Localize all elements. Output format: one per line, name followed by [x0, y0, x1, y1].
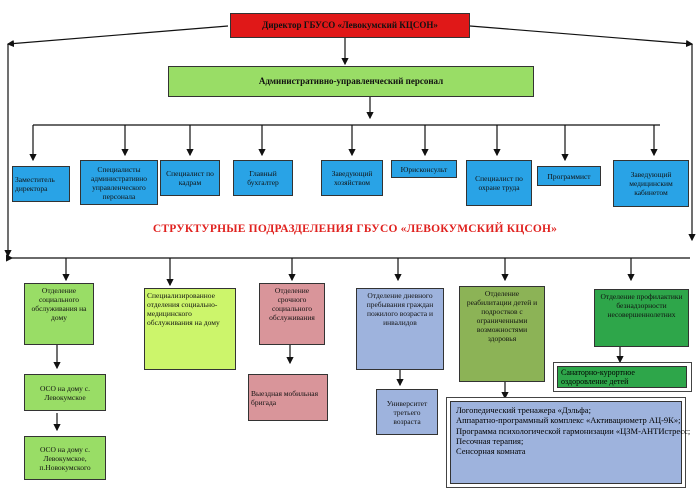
director-box: Директор ГБУСО «Левокумский КЦСОН»	[230, 13, 470, 38]
dept-label: Отделение профилактики безнадзорности не…	[600, 292, 683, 319]
dept-label: Отделение социального обслуживания на до…	[31, 286, 87, 322]
mobile-brigade: Выездная мобильная бригада	[248, 374, 328, 421]
dept-day-stay: Отделение дневного пребывания граждан по…	[356, 288, 444, 370]
oso-novokumsky: ОСО на дому с. Левокумское, п.Новокумско…	[24, 436, 106, 480]
staff-label: Заведующий хозяйством	[331, 169, 373, 187]
dept-home-service: Отделение социального обслуживания на до…	[24, 283, 94, 345]
subdivisions-heading: СТРУКТУРНЫЕ ПОДРАЗДЕЛЕНИЯ ГБУСО «ЛЕВОКУМ…	[152, 223, 558, 235]
staff-legal-advisor: Юрисконсульт	[391, 160, 457, 178]
staff-chief-accountant: Главный бухгалтер	[233, 160, 293, 196]
staff-label: Специалисты административно управленческ…	[90, 164, 148, 201]
third-age-university: Университет третьего возраста	[376, 389, 438, 435]
program-item: Логопедический тренажера «Дэльфа;	[456, 405, 591, 415]
staff-label: Заместитель директора	[15, 175, 55, 193]
dept-label: Отделение реабилитации детей и подростко…	[466, 289, 538, 343]
staff-household-manager: Заведующий хозяйством	[321, 160, 383, 196]
sub-label: Санаторно-курортное оздоровление детей	[561, 368, 635, 387]
sub-label: ОСО на дому с. Левокумское	[39, 383, 91, 402]
sub-label: Университет третьего возраста	[386, 398, 428, 426]
dept-child-rehab: Отделение реабилитации детей и подростко…	[459, 286, 545, 382]
dept-label: Отделение дневного пребывания граждан по…	[366, 291, 434, 327]
program-item: Аппаратно-программный комплекс «Активаци…	[456, 415, 681, 426]
staff-label: Заведующий медицинским кабинетом	[629, 170, 673, 197]
sub-label: Выездная мобильная бригада	[251, 388, 319, 407]
sanatorium-box: Санаторно-курортное оздоровление детей	[557, 366, 687, 388]
admin-staff-box: Административно-управленческий персонал	[168, 66, 534, 97]
staff-programmer: Программист	[537, 166, 601, 186]
staff-hr-specialist: Специалист по кадрам	[160, 160, 220, 196]
rehab-programs-box: Логопедический тренажера «Дэльфа; Аппара…	[450, 401, 691, 484]
staff-label: Специалист по кадрам	[166, 169, 214, 187]
dept-medical-home-service: Специализированное отделения социально-м…	[144, 288, 236, 370]
program-item: Сенсорная комната	[456, 446, 526, 457]
staff-label: Юрисконсульт	[400, 164, 448, 174]
admin-staff-label: Административно-управленческий персонал	[258, 76, 444, 87]
director-label: Директор ГБУСО «Левокумский КЦСОН»	[262, 20, 438, 31]
dept-label: Специализированное отделения социально-м…	[147, 291, 220, 327]
program-item: Песочная терапия;	[456, 436, 524, 447]
oso-levokumskoe: ОСО на дому с. Левокумское	[24, 374, 106, 411]
dept-label: Отделение срочного социального обслужива…	[269, 286, 315, 322]
staff-admin-specialists: Специалисты административно управленческ…	[80, 160, 158, 205]
staff-deputy-director: Заместитель директора	[12, 166, 70, 202]
program-item: Программа психологической гармонизации «…	[456, 425, 691, 436]
staff-label: Программист	[547, 171, 591, 181]
dept-urgent-service: Отделение срочного социального обслужива…	[259, 283, 325, 345]
staff-label: Специалист по охране труда	[475, 174, 523, 192]
sub-label: ОСО на дому с. Левокумское, п.Новокумско…	[39, 444, 91, 472]
staff-safety-specialist: Специалист по охране труда	[466, 160, 532, 206]
dept-neglect-prevention: Отделение профилактики безнадзорности не…	[594, 289, 689, 347]
staff-medical-head: Заведующий медицинским кабинетом	[613, 160, 689, 207]
staff-label: Главный бухгалтер	[247, 169, 279, 187]
